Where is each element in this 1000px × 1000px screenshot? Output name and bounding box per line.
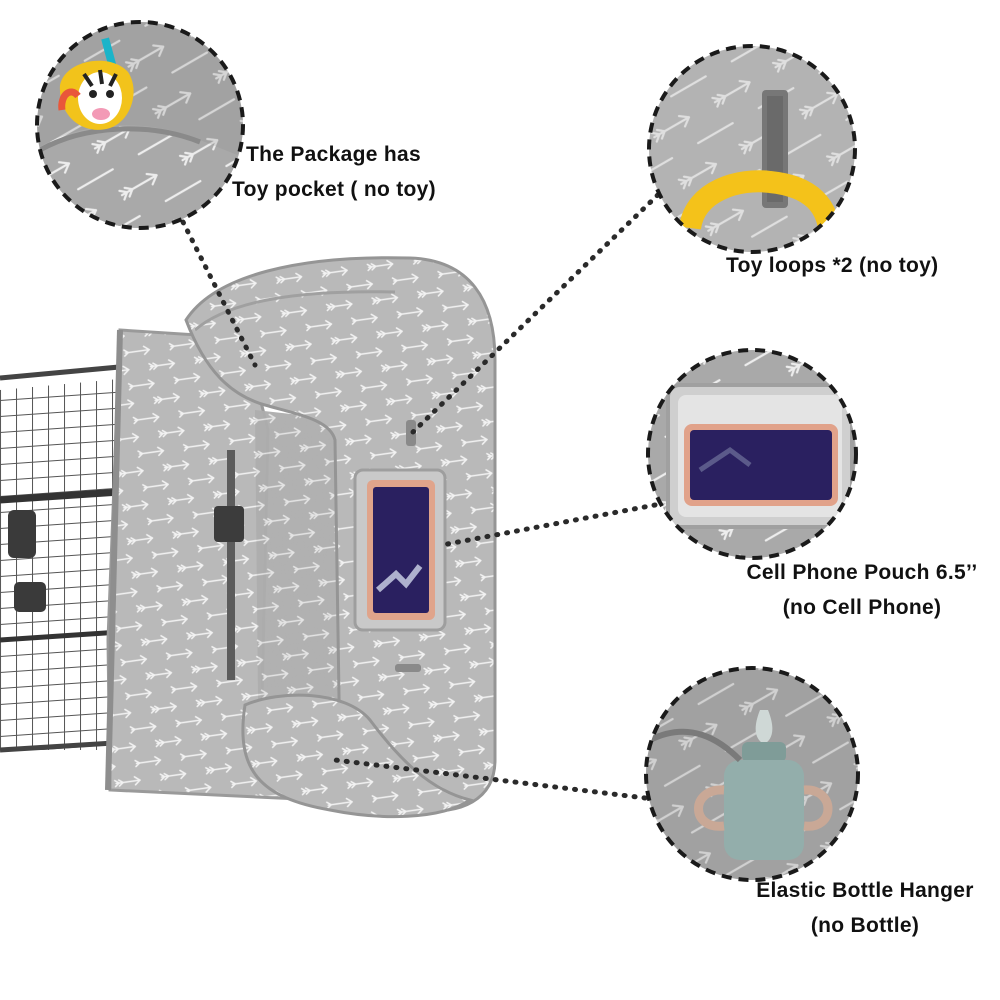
seat-strap [227, 450, 235, 680]
caption-toy-pocket-line1: The Package has [246, 143, 421, 166]
caption-bottle-hanger: Elastic Bottle Hanger (no Bottle) [736, 873, 994, 943]
caption-bottle-hanger-line2: (no Bottle) [810, 914, 920, 937]
shopping-cart [0, 363, 131, 753]
leader-lines [180, 185, 668, 801]
caption-toy-loops: Toy loops *2 (no toy) [726, 248, 938, 283]
cover-seat-area [255, 410, 352, 700]
cover-seat-roll [241, 693, 474, 819]
leader-toy-loops [410, 185, 668, 435]
caption-phone-pouch-line2: (no Cell Phone) [782, 596, 942, 619]
detail-toy-pocket [35, 20, 245, 230]
detail-phone-pouch [646, 348, 858, 560]
cart-seat-cover [105, 256, 497, 819]
cart-basket [0, 378, 130, 750]
toy-ring-icon [679, 170, 841, 241]
detail-toy-loops [647, 44, 857, 254]
toy-zebra-icon [58, 37, 134, 130]
caption-bottle-hanger-line1: Elastic Bottle Hanger [756, 879, 974, 902]
leader-bottle-hanger [332, 757, 648, 801]
phone-pouch [353, 468, 447, 632]
caption-toy-pocket-line2: Toy pocket ( no toy) [232, 178, 436, 201]
leader-toy-pocket [180, 219, 258, 368]
buckle-icon [214, 506, 244, 542]
detail-bottle-hanger [644, 666, 860, 882]
caption-phone-pouch-line1: Cell Phone Pouch 6.5’’ [746, 561, 978, 584]
caption-toy-pocket: The Package has Toy pocket ( no toy) [232, 137, 436, 207]
caption-phone-pouch: Cell Phone Pouch 6.5’’ (no Cell Phone) [724, 555, 1000, 625]
leader-phone-pouch [439, 502, 658, 548]
toy-loop [395, 664, 421, 672]
cart-handle-clip [8, 510, 36, 558]
caption-toy-loops-line1: Toy loops *2 (no toy) [726, 254, 939, 277]
baby-bottle-icon [694, 710, 833, 860]
